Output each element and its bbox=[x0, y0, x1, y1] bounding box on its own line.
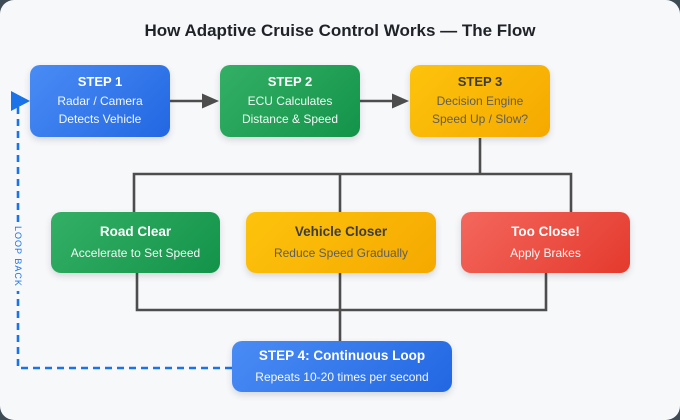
node-step2: STEP 2 ECU Calculates Distance & Speed bbox=[220, 65, 360, 137]
node-step1: STEP 1 Radar / Camera Detects Vehicle bbox=[30, 65, 170, 137]
node-step4-title: STEP 4: Continuous Loop bbox=[258, 347, 426, 363]
connector-merge-step4 bbox=[135, 273, 548, 341]
loop-arrowhead-icon bbox=[11, 91, 30, 111]
node-step2-line1: ECU Calculates bbox=[247, 94, 333, 108]
connector-step3-branch bbox=[132, 138, 573, 212]
node-too-close: Too Close! Apply Brakes bbox=[461, 212, 630, 273]
node-step2-title: STEP 2 bbox=[267, 74, 313, 89]
arrowhead-icon bbox=[392, 93, 409, 109]
node-step1-line1: Radar / Camera bbox=[57, 94, 143, 108]
node-road-clear: Road Clear Accelerate to Set Speed bbox=[51, 212, 220, 273]
node-step4: STEP 4: Continuous Loop Repeats 10-20 ti… bbox=[232, 341, 452, 392]
node-vehicle-closer-title: Vehicle Closer bbox=[294, 223, 388, 239]
node-step4-line1: Repeats 10-20 times per second bbox=[255, 369, 429, 384]
node-step2-line2: Distance & Speed bbox=[241, 112, 339, 126]
arrow-step1-to-step2 bbox=[170, 93, 219, 109]
node-step3-title: STEP 3 bbox=[457, 74, 503, 89]
node-step3: STEP 3 Decision Engine Speed Up / Slow? bbox=[410, 65, 550, 137]
node-step3-line1: Decision Engine bbox=[436, 94, 524, 108]
arrow-step2-to-step3 bbox=[360, 93, 409, 109]
node-vehicle-closer-line1: Reduce Speed Gradually bbox=[273, 245, 409, 260]
node-step1-title: STEP 1 bbox=[77, 74, 123, 89]
node-too-close-line1: Apply Brakes bbox=[510, 245, 581, 260]
node-road-clear-line1: Accelerate to Set Speed bbox=[70, 245, 201, 260]
node-too-close-title: Too Close! bbox=[511, 223, 580, 239]
diagram-title: How Adaptive Cruise Control Works — The … bbox=[144, 21, 536, 40]
node-step3-line2: Speed Up / Slow? bbox=[431, 112, 529, 126]
node-road-clear-title: Road Clear bbox=[99, 223, 172, 239]
node-step1-line2: Detects Vehicle bbox=[58, 112, 142, 126]
node-vehicle-closer: Vehicle Closer Reduce Speed Gradually bbox=[246, 212, 436, 273]
arrowhead-icon bbox=[202, 93, 219, 109]
loop-back-label: LOOP BACK bbox=[12, 222, 24, 291]
